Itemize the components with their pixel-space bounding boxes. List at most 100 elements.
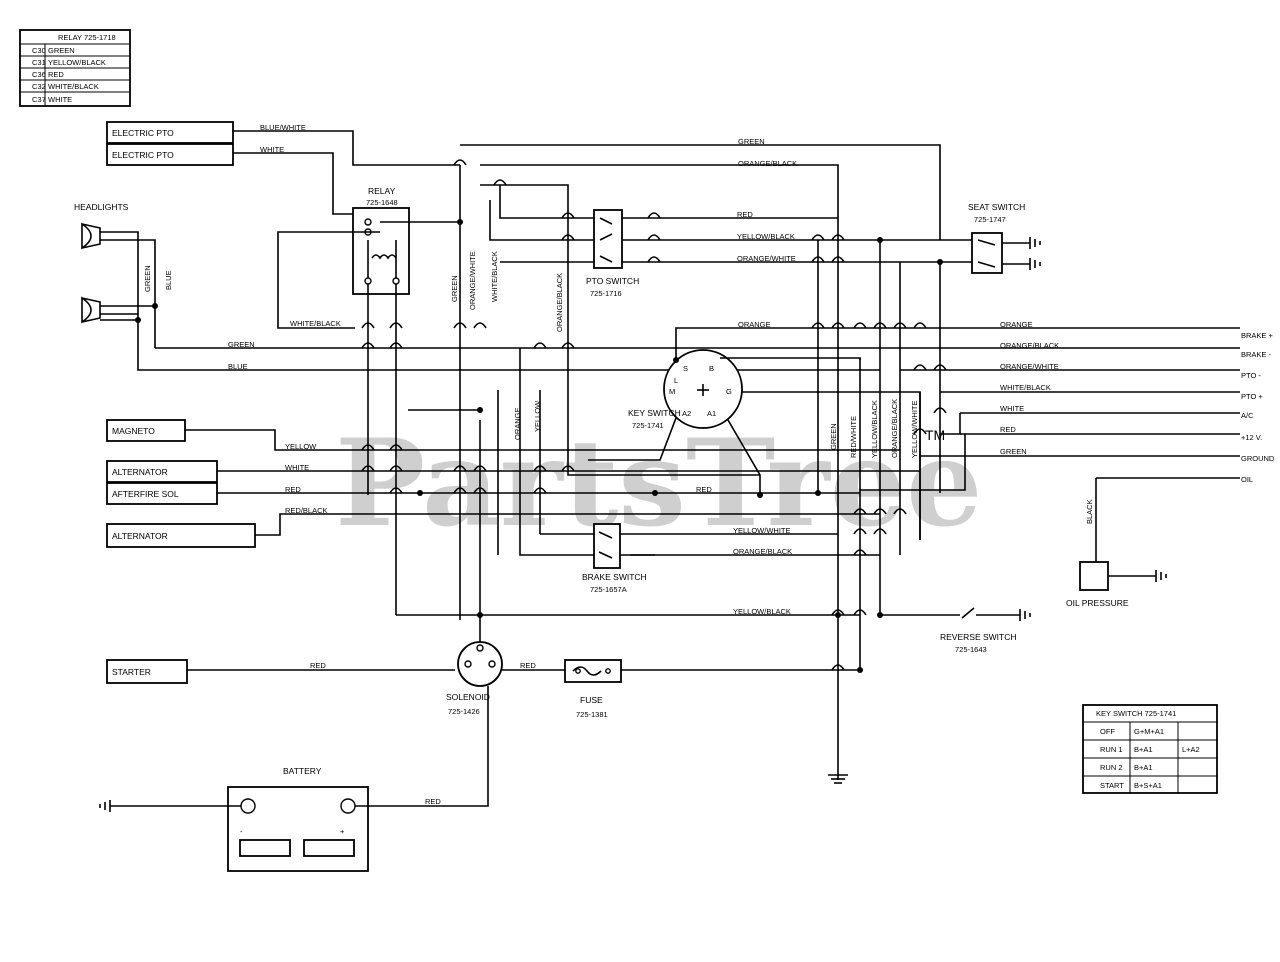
wire-label: YELLOW/WHITE <box>733 526 791 535</box>
wire-label: BLUE <box>228 362 248 371</box>
key-switch-contacts: G+M+A1 <box>1134 727 1164 736</box>
key-switch-terminal: L <box>674 376 678 385</box>
wire-label: BLUE <box>164 270 173 290</box>
relay-table-code: C36 <box>32 70 46 79</box>
wire-label: ORANGE/BLACK <box>555 273 564 332</box>
wire-label: ORANGE/BLACK <box>738 159 797 168</box>
headlights-label: HEADLIGHTS <box>74 202 129 212</box>
relay-box <box>352 207 410 295</box>
harness-terminal-label: PTO + <box>1241 392 1263 401</box>
starter-box <box>106 659 188 684</box>
wire-label: ORANGE <box>738 320 771 329</box>
solenoid-part-number: 725-1426 <box>448 707 480 716</box>
seat-switch-box <box>971 232 1003 274</box>
magneto-label: MAGNETO <box>112 426 155 436</box>
watermark: PartsTree TM <box>335 413 982 554</box>
harness-terminal-label: GROUND <box>1241 454 1275 463</box>
wire-label: RED <box>310 661 326 670</box>
harness-wire-label: WHITE/BLACK <box>1000 383 1051 392</box>
relay-color-table: RELAY 725-1718 C30 GREEN C31 YELLOW/BLAC… <box>19 29 131 107</box>
battery-label: BATTERY <box>283 766 322 776</box>
key-switch-position: RUN 1 <box>1100 745 1123 754</box>
brake-switch-part-number: 725-1657A <box>590 585 627 594</box>
harness-terminal-label: BRAKE - <box>1241 350 1272 359</box>
electric-pto-label: ELECTRIC PTO <box>112 128 174 138</box>
relay-label: RELAY <box>368 186 396 196</box>
key-switch-position: START <box>1100 781 1124 790</box>
harness-wire-label: ORANGE <box>1000 320 1033 329</box>
relay-table-code: C37 <box>32 95 46 104</box>
relay-table-title: RELAY 725-1718 <box>58 33 116 42</box>
oil-pressure-sender-box <box>1079 561 1109 591</box>
seat-switch-label: SEAT SWITCH <box>968 202 1025 212</box>
wire-label: RED/WHITE <box>849 416 858 458</box>
wire-label: GREEN <box>738 137 765 146</box>
wire-label: GREEN <box>143 265 152 292</box>
wire-label: GREEN <box>829 423 838 450</box>
ground-icon <box>1029 258 1041 270</box>
wire-label: YELLOW <box>533 400 542 432</box>
seat-switch-part-number: 725-1747 <box>974 215 1006 224</box>
wire-label: ORANGE/WHITE <box>468 251 477 310</box>
reverse-switch-part-number: 725-1643 <box>955 645 987 654</box>
wire-label: YELLOW <box>285 442 317 451</box>
pto-switch-label: PTO SWITCH <box>586 276 639 286</box>
reverse-switch-contact <box>961 607 975 619</box>
key-switch-contacts: B+A1 <box>1134 763 1153 772</box>
wire-label: ORANGE/WHITE <box>737 254 796 263</box>
watermark-tm: TM <box>925 427 945 443</box>
wire-label: WHITE <box>260 145 284 154</box>
solenoid-label: SOLENOID <box>446 692 490 702</box>
key-switch-contacts: B+A1 <box>1134 745 1153 754</box>
alternator-label: ALTERNATOR <box>112 531 168 541</box>
electric-pto-label: ELECTRIC PTO <box>112 150 174 160</box>
battery-positive-terminal: + <box>340 827 345 836</box>
harness-terminal-label: BRAKE + <box>1241 331 1274 340</box>
harness-terminal-label: PTO - <box>1241 371 1261 380</box>
harness-terminal-label: +12 V. <box>1241 433 1262 442</box>
wire-label: GREEN <box>450 275 459 302</box>
electric-pto-box <box>106 121 234 144</box>
key-switch-terminal: B <box>709 364 714 373</box>
solenoid-body <box>457 641 503 687</box>
wire-label: RED <box>520 661 536 670</box>
brake-switch-box <box>593 523 621 569</box>
reverse-switch-label: REVERSE SWITCH <box>940 632 1017 642</box>
key-switch-terminal: A2 <box>682 409 691 418</box>
watermark-text: PartsTree <box>335 413 982 554</box>
wire-label: YELLOW/WHITE <box>910 400 919 458</box>
wire-connection-dots <box>135 219 943 673</box>
ground-icon <box>828 774 848 784</box>
brake-switch-label: BRAKE SWITCH <box>582 572 647 582</box>
electric-pto-box <box>106 143 234 166</box>
wire-label: ORANGE <box>513 407 522 440</box>
relay-coil-icon <box>371 254 397 260</box>
key-switch-terminal: M <box>669 387 675 396</box>
wire-label: RED <box>696 485 712 494</box>
wire-harness: BLUE/WHITE WHITE GREEN ORANGE/BLACK RELA… <box>99 123 1275 872</box>
fuse-icon <box>572 666 602 676</box>
ground-icon <box>1019 609 1031 621</box>
headlights: HEADLIGHTS GREEN BLUE <box>74 202 173 348</box>
key-switch-terminal: S <box>683 364 688 373</box>
headlight-bulb-icon <box>81 222 92 250</box>
wire-label: BLACK <box>1085 499 1094 524</box>
key-switch-part-number: 725-1741 <box>632 421 664 430</box>
relay-table-color: GREEN <box>48 46 75 55</box>
wire-label: YELLOW/BLACK <box>737 232 795 241</box>
ground-icon <box>99 800 111 812</box>
headlight-bulb-icon <box>81 296 92 324</box>
afterfire-solenoid-label: AFTERFIRE SOL <box>112 489 179 499</box>
fuse-box <box>564 659 622 683</box>
starter-label: STARTER <box>112 667 151 677</box>
oil-pressure-label: OIL PRESSURE <box>1066 598 1129 608</box>
key-switch-label: KEY SWITCH <box>628 408 681 418</box>
key-switch-table: KEY SWITCH 725-1741 OFF G+M+A1 RUN 1 B+A… <box>1082 704 1218 794</box>
fuse-part-number: 725-1381 <box>576 710 608 719</box>
key-switch-table-title: KEY SWITCH 725-1741 <box>1096 709 1176 718</box>
wire-label: ORANGE/BLACK <box>733 547 792 556</box>
key-switch-contacts: L+A2 <box>1182 745 1200 754</box>
wire-label: WHITE/BLACK <box>290 319 341 328</box>
key-switch-terminal: A1 <box>707 409 716 418</box>
ground-icon <box>1155 570 1167 582</box>
